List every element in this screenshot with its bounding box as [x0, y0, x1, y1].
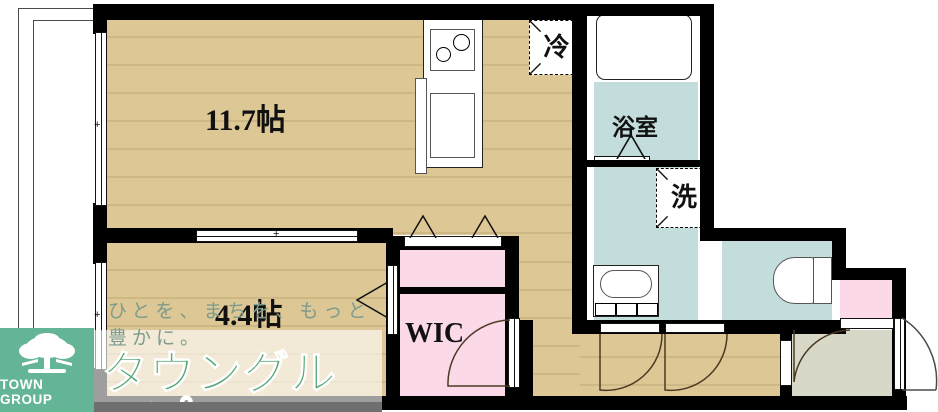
hall-genkan-opening	[780, 340, 792, 386]
washing-machine-label: 洗	[669, 183, 698, 213]
wall-toilet-right	[832, 228, 846, 278]
wic-side-door[interactable]	[387, 265, 398, 335]
vanity-drawer-2	[616, 303, 637, 316]
wall-toilet-bottom	[700, 320, 846, 334]
town-group-logo-badge: TOWN GROUP	[0, 328, 94, 412]
stove-burner-small-icon	[436, 47, 451, 62]
vanity-drawer-3	[637, 303, 658, 316]
living-balcony-window[interactable]	[95, 32, 107, 206]
stove-burner-large-icon	[453, 34, 470, 51]
bathroom-door-swing-icon	[616, 133, 646, 159]
shoe-closet-door-swing-icon	[793, 329, 851, 383]
wall-bath-right-upper	[700, 4, 714, 240]
wall-left-living-top	[93, 4, 107, 34]
bedroom-window-center-mark: +	[94, 309, 101, 321]
wall-wic-bottom	[386, 396, 519, 410]
watermark-tagline: ひとを、まちを、もっと豊かに。	[108, 300, 372, 349]
wall-toilet-top	[700, 228, 846, 241]
watermark-panel: ひとを、まちを、もっと豊かに。 タウングループ	[94, 300, 382, 412]
room-label-wic: WIC	[405, 318, 465, 349]
wall-corridor-right	[519, 320, 533, 410]
tree-logo-icon	[19, 333, 75, 373]
wall-bath-top	[587, 4, 712, 16]
wall-left-bedroom-top	[93, 236, 107, 264]
wic-shelf-divider	[399, 287, 505, 294]
watermark-underbar	[94, 402, 382, 412]
room-label-living: 11.7帖	[205, 104, 286, 137]
entrance-door[interactable]	[894, 318, 905, 390]
shoe-closet-floor	[840, 278, 892, 318]
genkan-floor	[790, 330, 900, 408]
corridor-floor-lower	[580, 330, 780, 408]
wall-bath-washroom-divider	[587, 160, 700, 167]
toilet-door-swing-icon	[664, 333, 728, 392]
sliding-door-center-mark: +	[273, 228, 280, 240]
kitchen-sink	[430, 93, 475, 158]
wic-side-door-open-icon	[355, 281, 388, 319]
washroom-door[interactable]	[600, 323, 660, 333]
wic-floor	[399, 243, 517, 408]
washroom-door-swing-icon	[599, 333, 663, 392]
toilet-tank-icon	[813, 257, 832, 304]
entrance-door-swing-icon	[901, 317, 938, 391]
room-label-bedroom: 4.4帖	[215, 299, 283, 332]
corridor-bedroom-door[interactable]	[508, 318, 520, 388]
toilet-bowl-icon	[773, 257, 815, 304]
wic-bifold-door[interactable]	[404, 236, 502, 247]
wic-door-fold-icon-left	[409, 214, 437, 238]
living-bedroom-sliding-door[interactable]	[196, 230, 358, 242]
wall-right-living	[572, 4, 587, 334]
wic-door-fold-icon-right	[471, 214, 499, 238]
refrigerator-label: 冷	[542, 32, 571, 63]
shoe-closet-door[interactable]	[840, 318, 894, 329]
kitchen-side-panel	[415, 78, 427, 174]
vanity-sink-basin-icon	[600, 270, 652, 298]
wall-top-living	[93, 4, 587, 20]
toilet-door[interactable]	[665, 323, 725, 333]
logo-badge-text: TOWN GROUP	[0, 377, 53, 407]
bathtub	[596, 14, 692, 80]
corridor-bedroom-door-swing-icon	[447, 319, 511, 387]
window-center-mark: +	[94, 119, 101, 131]
vanity-drawer-1	[595, 303, 616, 316]
room-floor-living	[100, 10, 580, 235]
wall-bottom-hall	[519, 396, 907, 410]
watermark-brand: タウングループ	[102, 346, 337, 412]
wall-shoe-closet-top	[832, 268, 906, 280]
room-label-bathroom: 浴室	[612, 115, 658, 141]
